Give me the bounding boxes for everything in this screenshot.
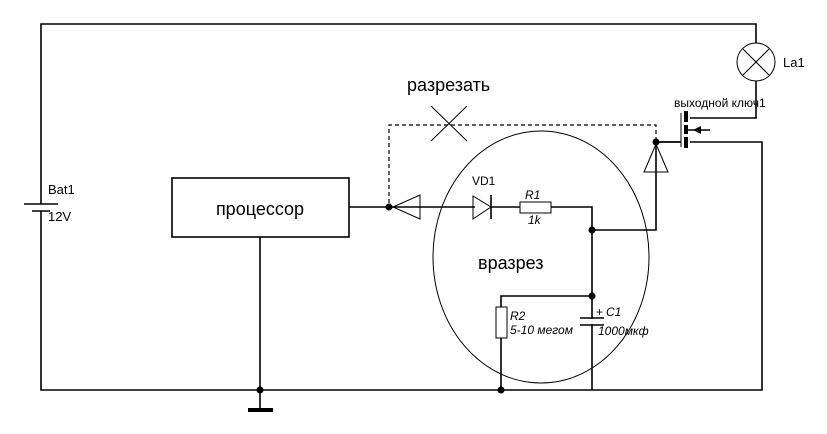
top-wire (40, 23, 757, 195)
c1-value-label: 1000мкф (598, 324, 649, 338)
cut-label: разрезать (407, 75, 490, 95)
r1-value-label: 1k (528, 213, 542, 227)
capacitor-c1-symbol (580, 317, 604, 326)
r1-name-label: R1 (525, 188, 540, 202)
cut-dashed-wire (388, 124, 657, 203)
ground-icon (248, 408, 273, 412)
lamp-name-label: La1 (783, 55, 805, 70)
gate-buffer-triangle (643, 142, 669, 173)
resistor-r2 (495, 306, 508, 339)
r2-name-label: R2 (510, 309, 526, 323)
insert-label: вразрез (478, 253, 544, 273)
bottom-wire (40, 141, 763, 391)
processor-label: процессор (216, 199, 304, 219)
bottom-junction-dot (497, 386, 505, 394)
lamp-symbol (736, 42, 776, 82)
c1-name-label: C1 (606, 305, 621, 319)
c1-polarity-label: + (596, 305, 603, 319)
lamp-to-drain-wire (690, 81, 757, 119)
battery-value-label: 12V (48, 209, 71, 224)
output-switch-label: выходной ключ1 (674, 96, 766, 110)
insert-region-ellipse (432, 130, 650, 384)
resistor-r1 (519, 201, 552, 214)
node-to-r2-wire (500, 295, 592, 390)
battery-name-label: Bat1 (48, 182, 75, 197)
diode-vd1-symbol (472, 195, 492, 220)
diode-name-label: VD1 (472, 174, 496, 188)
battery-symbol (24, 195, 58, 219)
node-to-gate-wire (592, 142, 657, 231)
r1-to-node-wire (551, 206, 593, 390)
r2-value-label: 5-10 мегом (510, 323, 573, 337)
cut-cross-icon (430, 105, 468, 142)
